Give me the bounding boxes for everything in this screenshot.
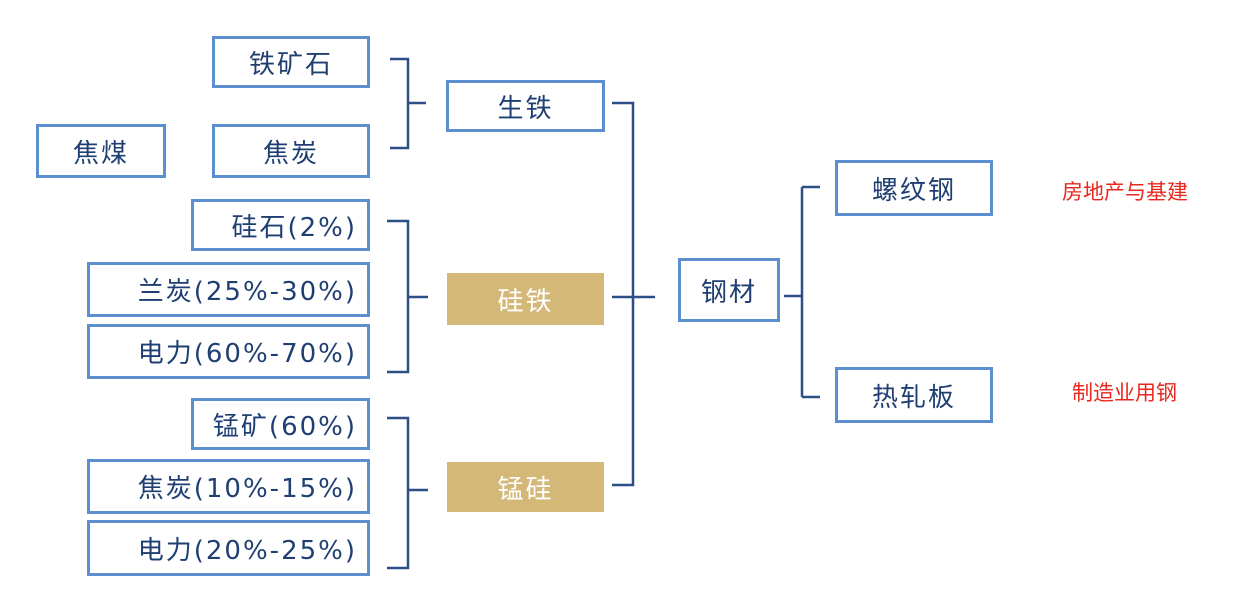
input-coke: 焦炭	[212, 124, 370, 178]
bracket-steel	[612, 101, 655, 487]
product-rebar: 螺纹钢	[835, 160, 993, 216]
input-semi-coke: 兰炭(25%-30%)	[87, 262, 370, 317]
steel-node: 钢材	[678, 258, 780, 322]
input-power-silicomanganese: 电力(20%-25%)	[87, 520, 370, 576]
input-coke-silicomanganese: 焦炭(10%-15%)	[87, 459, 370, 514]
bracket-silicomanganese	[387, 416, 428, 570]
application-rebar: 房地产与基建	[1062, 180, 1188, 204]
input-iron-ore: 铁矿石	[212, 36, 370, 88]
intermediate-pig-iron: 生铁	[446, 80, 605, 132]
bracket-ferrosilicon	[387, 219, 428, 374]
intermediate-silicomanganese: 锰硅	[447, 462, 604, 512]
input-manganese-ore: 锰矿(60%)	[191, 398, 370, 450]
input-power-ferrosilicon: 电力(60%-70%)	[87, 324, 370, 379]
input-silica: 硅石(2%)	[191, 199, 370, 251]
application-hot-rolled: 制造业用钢	[1072, 381, 1177, 405]
bracket-products	[784, 185, 820, 399]
product-hot-rolled: 热轧板	[835, 367, 993, 423]
bracket-pig-iron	[390, 57, 426, 150]
intermediate-ferrosilicon: 硅铁	[447, 273, 604, 325]
input-coking-coal: 焦煤	[36, 124, 166, 178]
